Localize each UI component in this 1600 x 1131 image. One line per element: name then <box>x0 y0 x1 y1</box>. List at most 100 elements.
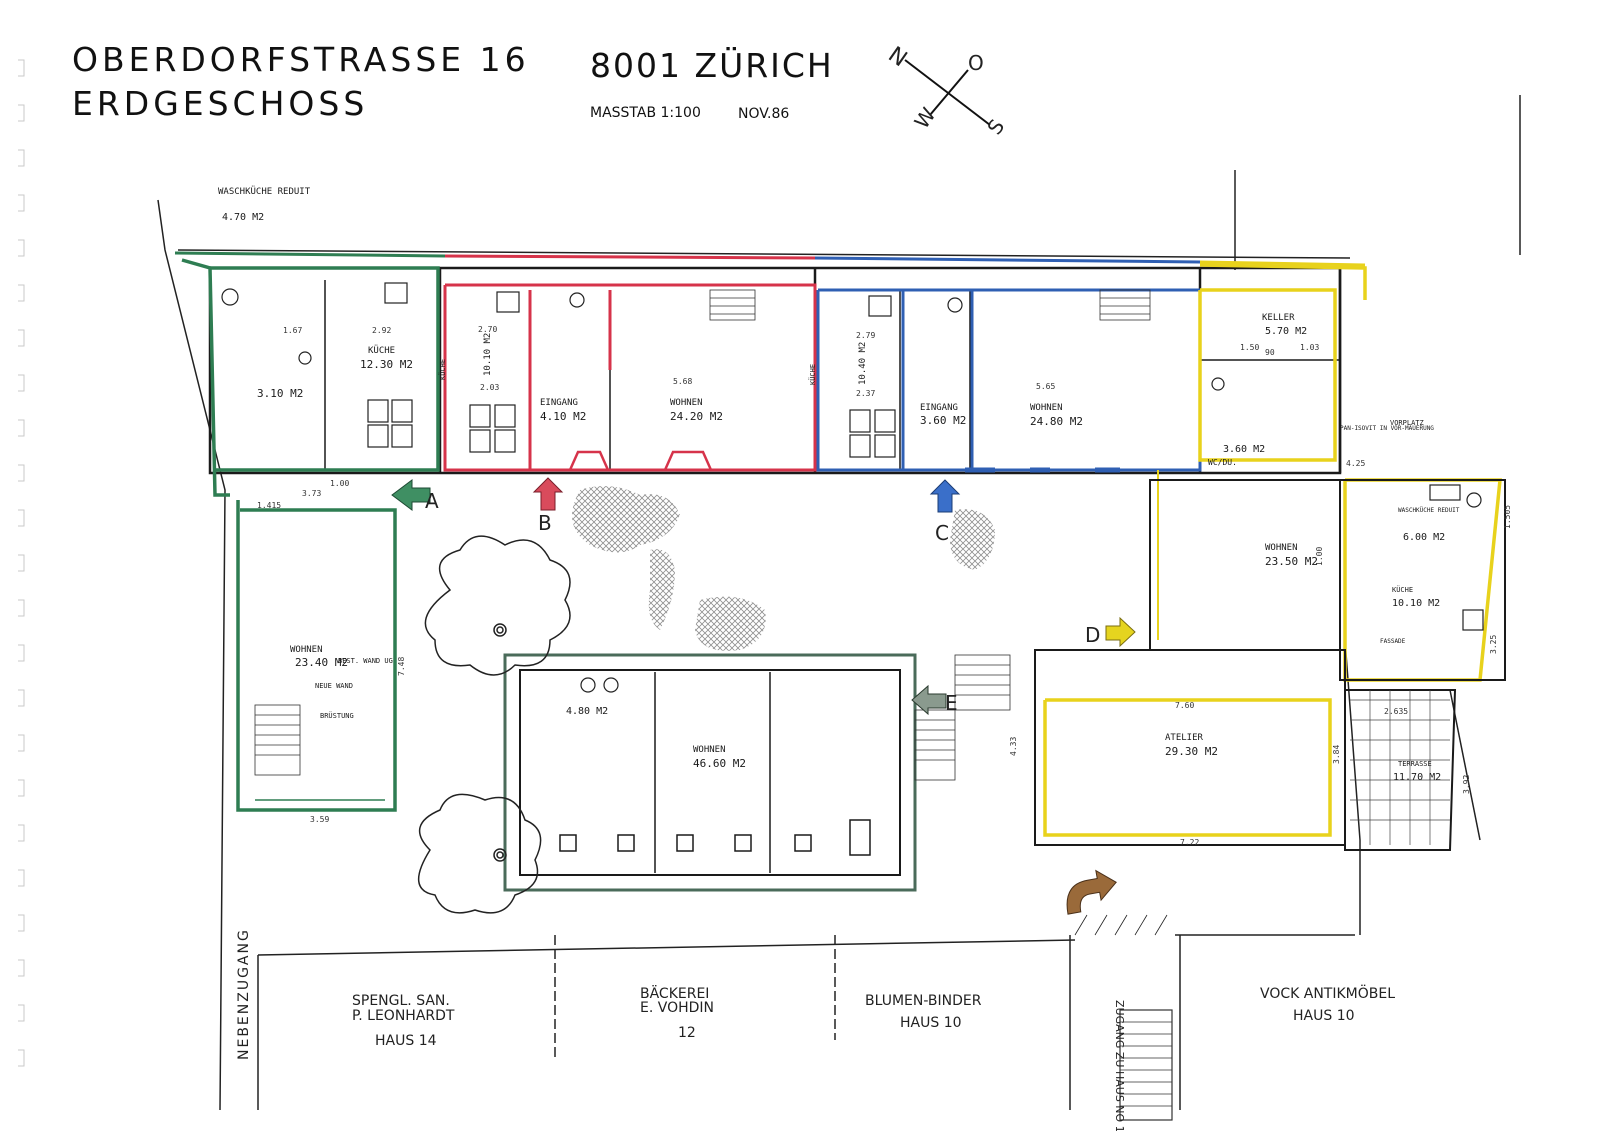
label-eingang-blue: EINGANG <box>920 403 958 413</box>
dim-13: 4.25 <box>1346 459 1365 468</box>
haus10b-line2: HAUS 10 <box>1293 1008 1355 1024</box>
note-neue-wand: NEUE WAND <box>315 682 353 690</box>
area-terrasse: 11.70 M2 <box>1393 772 1441 783</box>
area-kueche-green: 12.30 M2 <box>360 358 413 371</box>
compass-o: O <box>968 51 984 75</box>
haus14-line1: SPENGL. SAN. <box>352 993 450 1009</box>
entrance-arrow-e: E <box>911 684 958 716</box>
haus12-line2: E. VOHDIN <box>640 1000 714 1016</box>
svg-text:B: B <box>538 511 552 535</box>
haus10a-line2: HAUS 10 <box>900 1015 962 1031</box>
note-bruestung: BRÜSTUNG <box>320 711 354 720</box>
dim-14: 7.60 <box>1175 701 1194 710</box>
unit-green <box>181 258 440 812</box>
dim-8: 5.65 <box>1036 382 1055 391</box>
dim-7: 5.68 <box>673 377 692 386</box>
note-vorplatz: VORPLATZ <box>1390 419 1424 427</box>
scale-label: MASSTAB 1:100 <box>590 105 701 121</box>
furniture <box>221 282 1484 693</box>
label-wohnen-red: WOHNEN <box>670 398 703 408</box>
label-kueche-green: KÜCHE <box>368 345 395 356</box>
center-building <box>503 653 917 892</box>
svg-text:A: A <box>425 489 439 513</box>
label-zugang: ZUGANG ZU HAUS NO 16 <box>1113 1000 1126 1131</box>
dim-22: 7.48 <box>397 657 406 676</box>
binder-holes <box>18 59 25 1067</box>
dim-12: 2.03 <box>480 383 499 392</box>
area-waschkueche-yellow: 6.00 M2 <box>1403 532 1445 543</box>
area-wohnen-blue: 24.80 M2 <box>1030 415 1083 428</box>
label-kueche-red: KÜCHE <box>438 359 447 380</box>
east-wing-walls <box>1034 479 1506 851</box>
dim-21: 4.33 <box>1009 737 1018 756</box>
dim-5: 1.415 <box>257 501 281 510</box>
label-wohnen-center: WOHNEN <box>693 745 726 755</box>
haus14-line3: HAUS 14 <box>375 1033 437 1049</box>
area-bad-center: 4.80 M2 <box>566 706 608 717</box>
entrance-arrow-a: A <box>391 479 439 513</box>
note-pan-isovit: PAN-ISOVIT IN VOR-MAUERUNG <box>1340 425 1434 432</box>
dim-25: 1.00 <box>1315 547 1324 566</box>
dim-1: 1.67 <box>283 326 302 335</box>
entrance-arrow-b: B <box>532 477 564 535</box>
dim-3: 3.73 <box>302 489 321 498</box>
area-bad-green: 3.10 M2 <box>257 387 303 400</box>
svg-text:E: E <box>945 691 958 715</box>
label-wohnen-green: WOHNEN <box>290 645 323 655</box>
entrance-arrow-d: D <box>1085 616 1136 648</box>
label-wohnen-yellow: WOHNEN <box>1265 543 1298 553</box>
dim-11: 2.37 <box>856 389 875 398</box>
dim-17: 1.505 <box>1503 505 1512 529</box>
area-wohnen-yellow: 23.50 M2 <box>1265 555 1318 568</box>
street-title: OBERDORFSTRASSE 16 <box>72 40 530 79</box>
area-wohnen-center: 46.60 M2 <box>693 757 746 770</box>
area-kueche-red: 10.10 M2 <box>483 333 493 376</box>
dim-24: 1.03 <box>1300 343 1319 352</box>
unit-red <box>443 283 817 472</box>
terrace-grid <box>1350 690 1450 845</box>
compass-n: N <box>883 42 911 72</box>
floor-title: ERDGESCHOSS <box>72 84 369 123</box>
hatched-areas <box>572 486 995 651</box>
area-waschkueche-top: 4.70 M2 <box>222 212 264 223</box>
label-wc: WC/DU. <box>1208 458 1237 467</box>
city-title: 8001 ZÜRICH <box>590 46 834 85</box>
dim-20: 3.92 <box>1462 775 1471 794</box>
tree-icon <box>417 535 571 914</box>
dim-4: 1.00 <box>330 479 349 488</box>
area-wc: 3.60 M2 <box>1223 444 1265 455</box>
compass-icon: N O W S <box>883 42 1009 139</box>
haus12-line3: 12 <box>678 1025 696 1041</box>
access-arrow-icon <box>1066 869 1117 915</box>
note-best-wand: BEST. WAND UG <box>338 657 393 665</box>
dim-19: 3.84 <box>1332 745 1341 764</box>
area-kueche-yellow: 10.10 M2 <box>1392 598 1440 609</box>
haus12-line1: BÄCKEREI <box>640 984 709 1002</box>
label-waschkueche-top: WASCHKÜCHE REDUIT <box>218 186 311 197</box>
area-eingang-blue: 3.60 M2 <box>920 414 966 427</box>
dim-18: 3.25 <box>1489 635 1498 654</box>
label-atelier: ATELIER <box>1165 733 1204 743</box>
label-terrasse: TERRASSE <box>1398 760 1432 768</box>
area-wohnen-green: 23.40 M2 <box>295 656 348 669</box>
dim-2: 2.92 <box>372 326 391 335</box>
label-keller: KELLER <box>1262 313 1295 323</box>
dim-15: 7.22 <box>1180 838 1199 847</box>
dim-16: 2.635 <box>1384 707 1408 716</box>
area-kueche-blue: 10.40 M2 <box>858 342 868 385</box>
unit-blue <box>816 288 1202 473</box>
dim-26: 90 <box>1265 348 1275 357</box>
compass-s: S <box>982 115 1009 139</box>
label-wohnen-blue: WOHNEN <box>1030 403 1063 413</box>
area-keller: 5.70 M2 <box>1265 326 1307 337</box>
note-fassade: FASSADE <box>1380 638 1406 645</box>
dim-9: 2.79 <box>856 331 875 340</box>
stairs <box>254 289 1173 1121</box>
date-label: NOV.86 <box>738 106 790 122</box>
label-nebenzugang: NEBENZUGANG <box>236 928 252 1060</box>
svg-text:C: C <box>935 521 949 545</box>
dim-23: 1.50 <box>1240 343 1259 352</box>
dim-6: 3.59 <box>310 815 329 824</box>
neighbor-row <box>257 914 1355 1110</box>
